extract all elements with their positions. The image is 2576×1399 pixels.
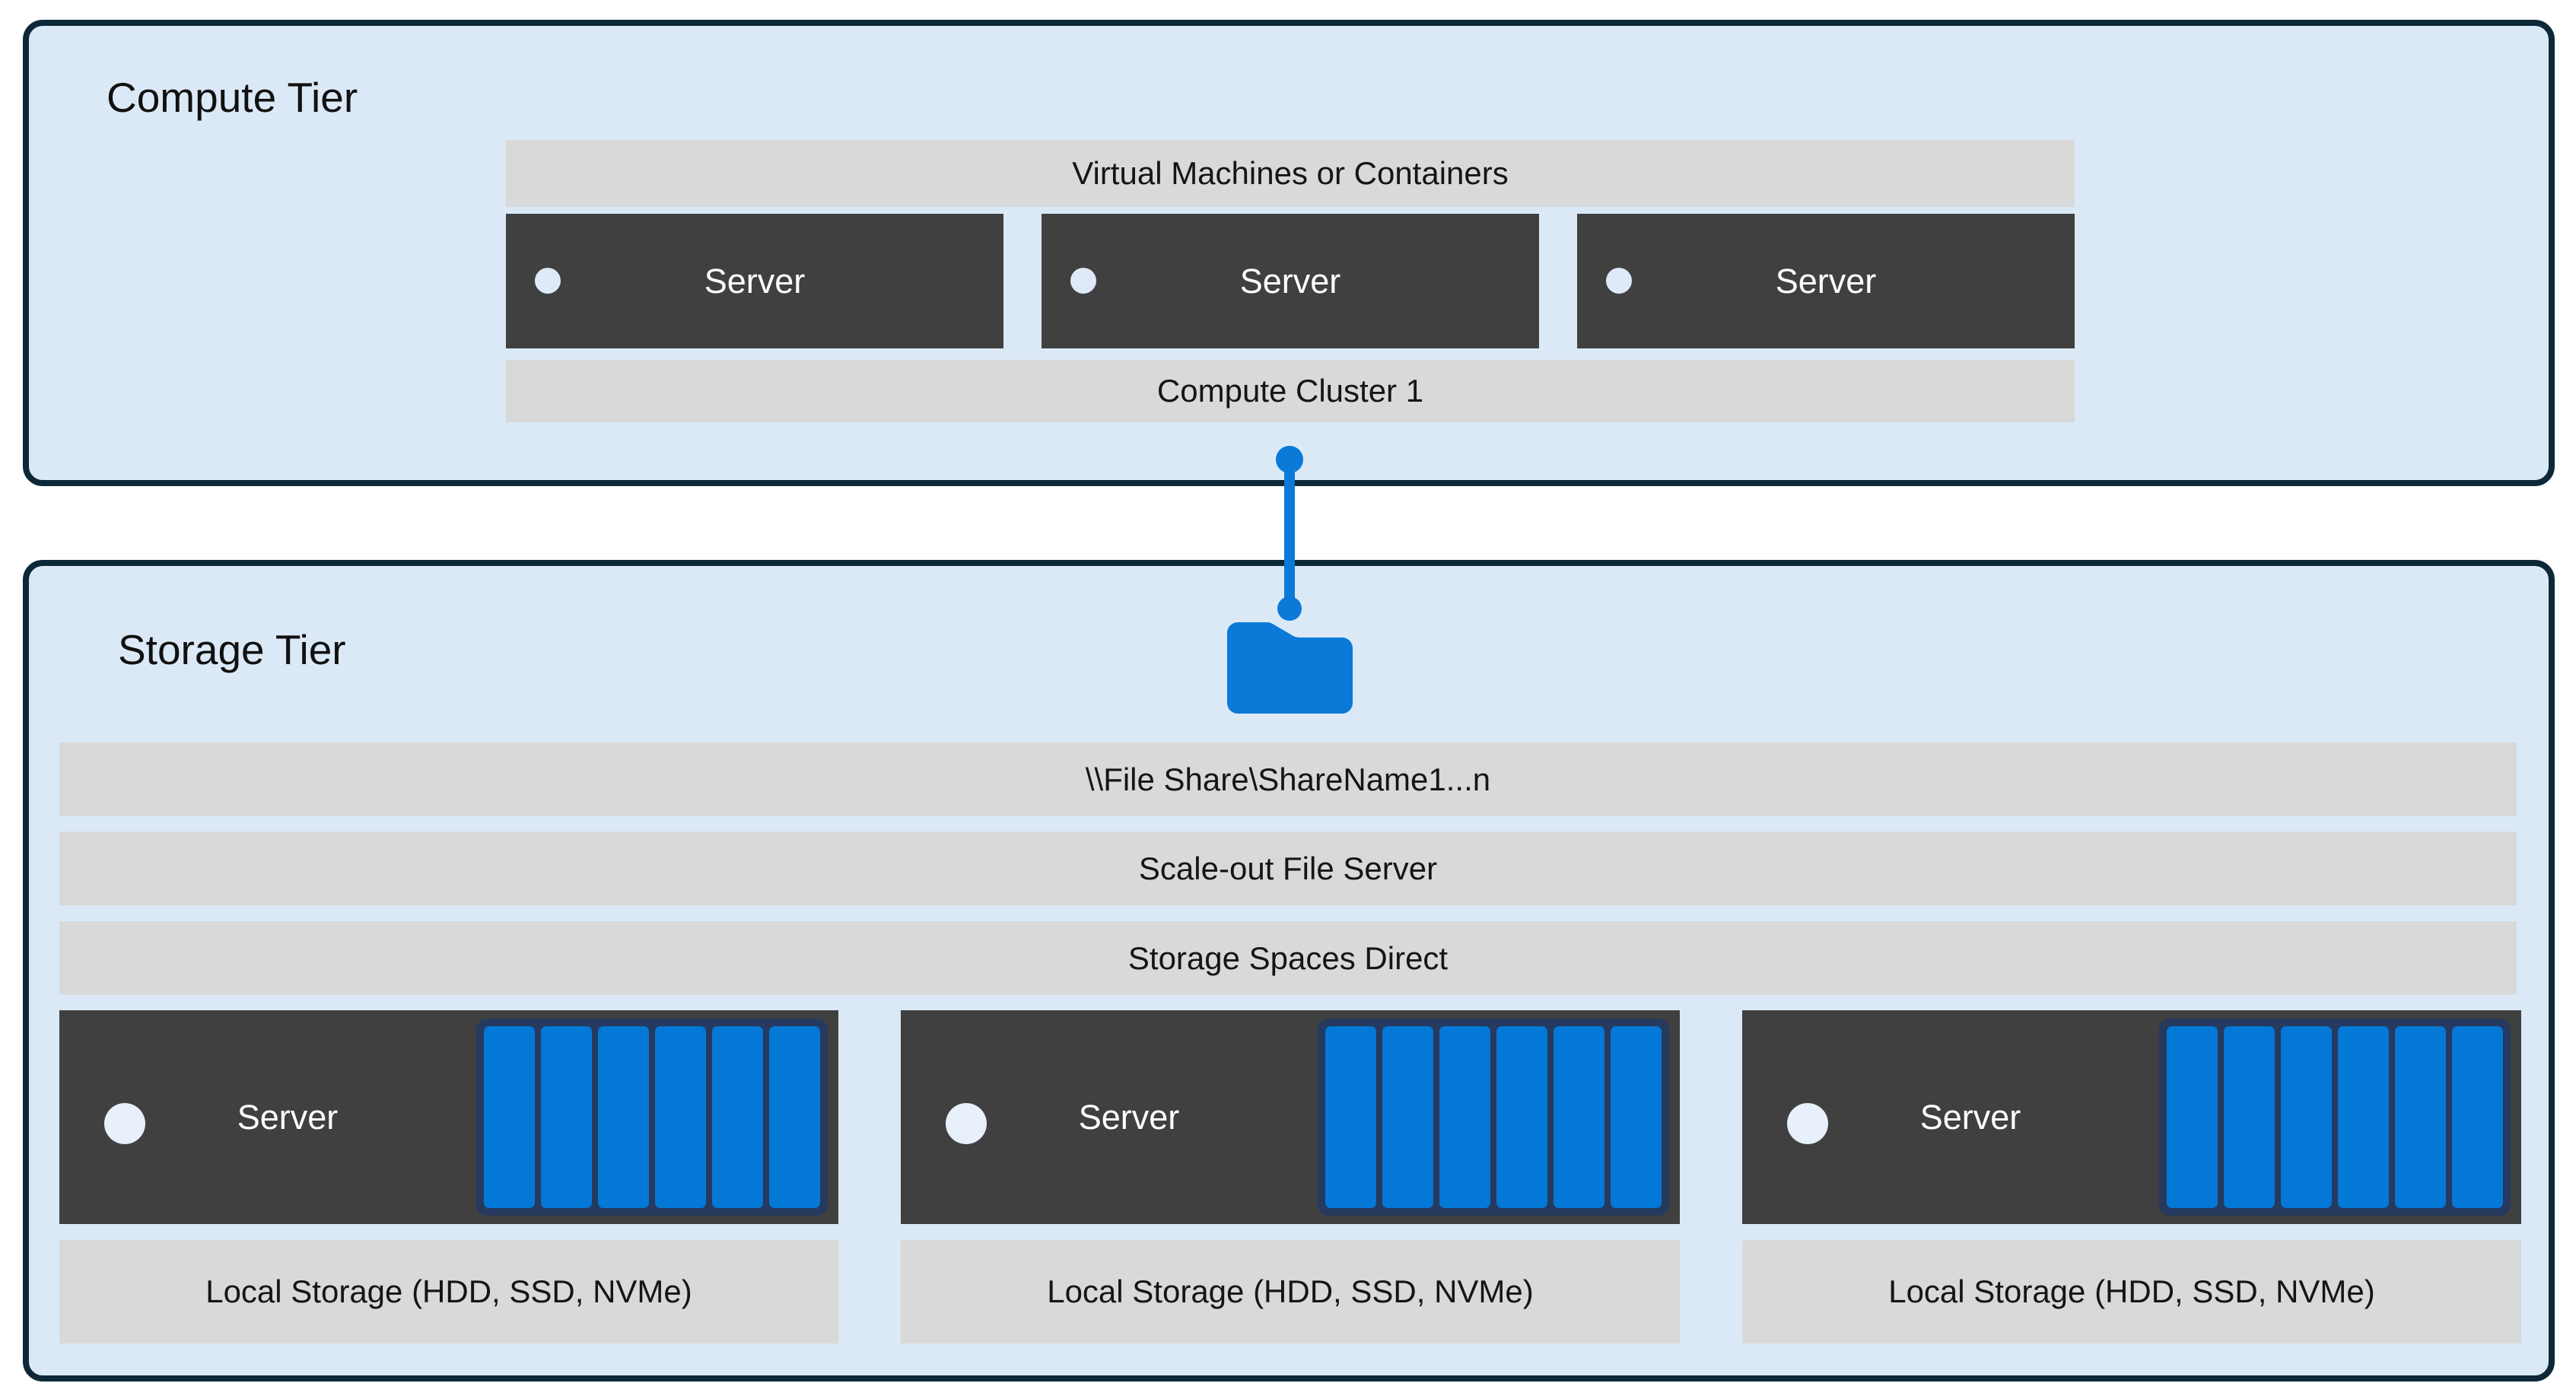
server-label: Server: [1775, 261, 1877, 300]
server-indicator-circle: [1606, 268, 1632, 294]
connector-endpoint-dot-bottom: [1277, 596, 1302, 621]
compute-cluster-bar: Compute Cluster 1: [506, 360, 2075, 422]
server-label: Server: [1919, 1097, 2021, 1137]
storage-server-box-2: Server: [901, 1010, 1680, 1224]
disk-icon: [484, 1026, 535, 1208]
server-indicator-circle: [1070, 268, 1096, 294]
server-indicator-circle: [1787, 1103, 1828, 1144]
disk-icon: [1611, 1026, 1662, 1208]
disk-icon: [2281, 1026, 2332, 1208]
file-share-bar: \\File Share\ShareName1...n: [59, 742, 2517, 816]
disk-icon: [541, 1026, 592, 1208]
disk-icon: [1439, 1026, 1490, 1208]
server-indicator-circle: [946, 1103, 987, 1144]
local-storage-bar-2: Local Storage (HDD, SSD, NVMe): [901, 1240, 1680, 1343]
folder-icon: [1227, 622, 1353, 714]
disk-icon: [2224, 1026, 2275, 1208]
scale-out-file-server-bar: Scale-out File Server: [59, 831, 2517, 905]
connector-endpoint-dot-top: [1276, 446, 1303, 473]
server-indicator-circle: [104, 1103, 145, 1144]
disk-array: [1318, 1019, 1669, 1216]
disk-array: [476, 1019, 828, 1216]
disk-icon: [1554, 1026, 1604, 1208]
storage-spaces-direct-bar: Storage Spaces Direct: [59, 921, 2517, 995]
compute-server-box-1: Server: [506, 214, 1003, 348]
compute-server-box-2: Server: [1042, 214, 1539, 348]
disk-icon: [1496, 1026, 1547, 1208]
storage-server-box-3: Server: [1742, 1010, 2521, 1224]
disk-icon: [2338, 1026, 2389, 1208]
disk-icon: [2452, 1026, 2503, 1208]
disk-icon: [2167, 1026, 2218, 1208]
disk-icon: [655, 1026, 706, 1208]
storage-server-box-1: Server: [59, 1010, 838, 1224]
local-storage-bar-3: Local Storage (HDD, SSD, NVMe): [1742, 1240, 2521, 1343]
disk-icon: [712, 1026, 763, 1208]
compute-server-box-3: Server: [1577, 214, 2075, 348]
compute-tier-box: Compute Tier Virtual Machines or Contain…: [23, 20, 2555, 486]
server-label: Server: [237, 1097, 339, 1137]
disk-icon: [598, 1026, 649, 1208]
server-label: Server: [1239, 261, 1341, 300]
server-label: Server: [1078, 1097, 1180, 1137]
storage-tier-title: Storage Tier: [118, 626, 346, 673]
server-label: Server: [704, 261, 806, 300]
virtual-machines-bar: Virtual Machines or Containers: [506, 140, 2075, 207]
disk-icon: [769, 1026, 820, 1208]
disk-array: [2159, 1019, 2511, 1216]
compute-storage-connector-line: [1284, 459, 1295, 609]
local-storage-bar-1: Local Storage (HDD, SSD, NVMe): [59, 1240, 838, 1343]
disk-icon: [1382, 1026, 1433, 1208]
disk-icon: [1325, 1026, 1376, 1208]
server-indicator-circle: [535, 268, 561, 294]
compute-tier-title: Compute Tier: [107, 74, 358, 121]
disk-icon: [2395, 1026, 2446, 1208]
